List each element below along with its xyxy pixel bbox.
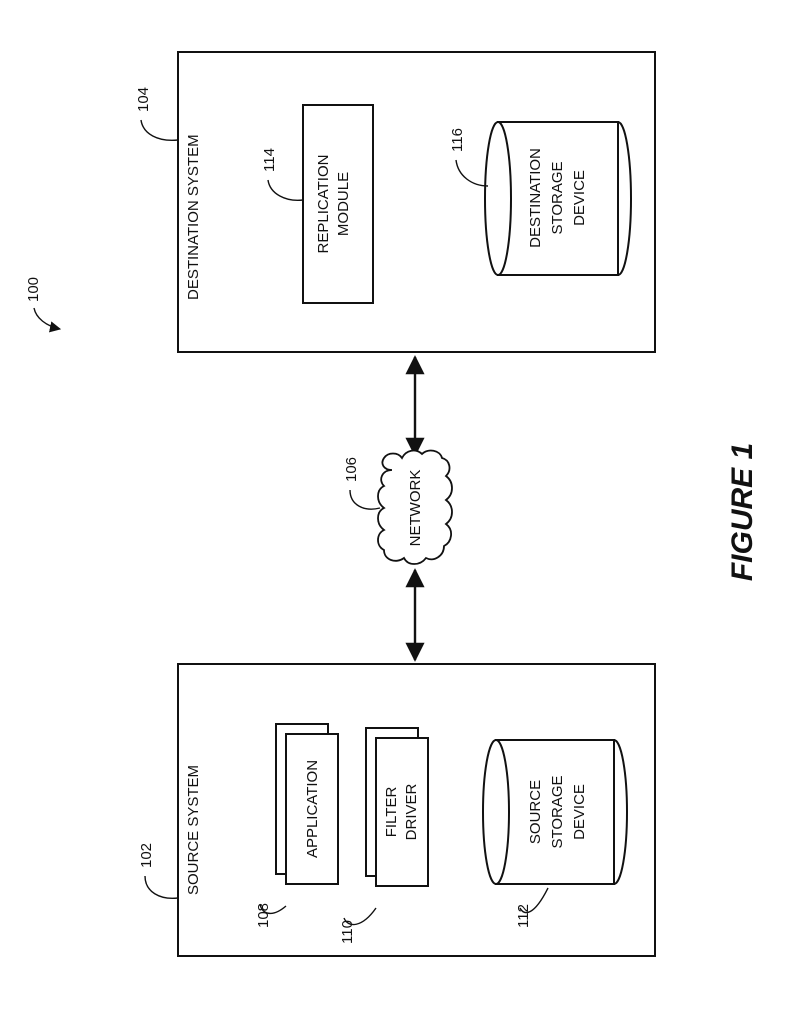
source-system-ref: 102 bbox=[138, 843, 155, 868]
source-storage-line1: SOURCE bbox=[527, 780, 544, 844]
figure-ref-arrow bbox=[34, 308, 60, 329]
destination-system-label: DESTINATION SYSTEM bbox=[185, 134, 202, 300]
destination-storage-line1: DESTINATION bbox=[527, 148, 544, 248]
filter-driver-line1: FILTER bbox=[383, 787, 400, 838]
destination-system-ref: 104 bbox=[135, 87, 152, 112]
figure-ref: 100 bbox=[25, 277, 42, 302]
application-label: APPLICATION bbox=[304, 760, 321, 858]
destination-storage-line2: STORAGE bbox=[549, 161, 566, 234]
destination-system-leader bbox=[141, 120, 178, 140]
figure-ref-group: 100 bbox=[25, 277, 60, 329]
source-storage-line2: STORAGE bbox=[549, 775, 566, 848]
replication-module-line1: REPLICATION bbox=[315, 155, 332, 254]
destination-system: DESTINATION SYSTEM 104 REPLICATION MODUL… bbox=[135, 52, 655, 352]
application-ref: 108 bbox=[255, 903, 272, 928]
replication-module-line2: MODULE bbox=[335, 172, 352, 236]
network-ref: 106 bbox=[343, 457, 360, 482]
replication-module-ref: 114 bbox=[261, 148, 278, 172]
filter-driver-line2: DRIVER bbox=[403, 784, 420, 841]
network-leader bbox=[350, 490, 380, 509]
source-system-leader bbox=[145, 876, 178, 898]
figure-caption: FIGURE 1 bbox=[726, 443, 759, 581]
source-storage-ref: 112 bbox=[515, 904, 532, 928]
source-system-label: SOURCE SYSTEM bbox=[185, 765, 202, 895]
network-label: NETWORK bbox=[407, 470, 424, 547]
source-system: SOURCE SYSTEM 102 APPLICATION 108 FILTER… bbox=[138, 664, 655, 956]
destination-storage-line3: DEVICE bbox=[571, 170, 588, 226]
source-storage-line3: DEVICE bbox=[571, 784, 588, 840]
destination-storage-ref: 116 bbox=[449, 128, 466, 152]
